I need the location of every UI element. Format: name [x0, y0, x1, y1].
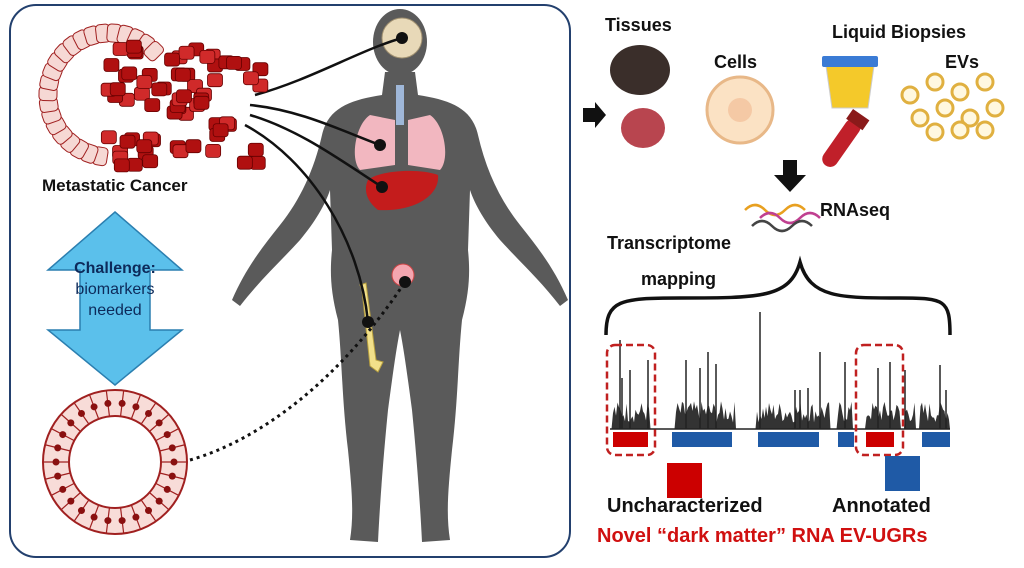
rnaseq-label: RNAseq: [820, 200, 891, 220]
annotated-region: [838, 432, 854, 447]
vesicle: [950, 120, 970, 140]
transcriptome-label: Transcriptome: [607, 233, 732, 253]
cancer-cell: [174, 67, 191, 82]
cancer-cell: [109, 82, 126, 97]
conclusion-label: Novel “dark matter” RNA EV-UGRs: [597, 525, 928, 547]
trachea-icon: [396, 85, 404, 125]
mapping-label: mapping: [641, 269, 716, 289]
evs-label: EVs: [945, 52, 980, 72]
cells-label: Cells: [714, 52, 758, 72]
cell-nucleus-icon: [728, 98, 752, 122]
cancer-cell: [226, 55, 242, 70]
cancer-cell: [236, 155, 253, 170]
legend-annotated-swatch: [885, 456, 920, 491]
cancer-cell: [176, 89, 192, 104]
cancer-cell: [119, 134, 136, 149]
read-coverage-plot: [610, 312, 950, 429]
vesicle: [925, 72, 945, 92]
uncharacterized-label: Uncharacterized: [607, 495, 763, 517]
annotated-region: [672, 432, 732, 447]
highlight-box: [854, 343, 905, 457]
uncharacterized-region: [613, 432, 648, 447]
tissue-red-icon: [621, 108, 665, 148]
cancer-cell: [100, 130, 117, 145]
cancer-cell: [125, 39, 142, 54]
challenge-line: needed: [88, 302, 142, 319]
cancer-cell: [243, 71, 259, 86]
coverage-area: [610, 401, 950, 429]
cancer-cell: [193, 95, 210, 110]
cup-lid-icon: [822, 56, 878, 67]
cancer-cell: [103, 58, 120, 72]
metastasis-lines: [189, 36, 407, 462]
vesicle: [925, 122, 945, 142]
cancer-cell: [142, 154, 159, 169]
cancer-cell: [205, 143, 222, 158]
uncharacterized-region: [866, 432, 894, 447]
liver-icon: [365, 170, 439, 211]
tissues-label: Tissues: [605, 15, 672, 35]
challenge-line: biomarkers: [75, 281, 155, 298]
highlight-box: [605, 343, 657, 457]
cancer-cell: [164, 52, 180, 67]
right-arrow-icon: [583, 102, 606, 128]
cancer-cell: [136, 139, 153, 154]
cancer-cell: [207, 73, 223, 88]
vesicle: [900, 85, 920, 105]
annotated-region: [758, 432, 819, 447]
cancer-cell: [113, 158, 130, 173]
genomic-regions: [613, 432, 950, 447]
legend-uncharacterized-swatch: [667, 463, 702, 498]
cancer-cell: [199, 49, 216, 64]
vesicle: [975, 120, 995, 140]
annotated-region: [922, 432, 950, 447]
cell: [143, 41, 164, 62]
brace: [604, 255, 952, 336]
cancer-cell: [247, 142, 264, 157]
vesicle: [975, 72, 995, 92]
tissue-dark-icon: [610, 45, 670, 95]
annotated-label: Annotated: [832, 495, 931, 517]
challenge-label: Challenge: biomarkers needed: [60, 258, 170, 321]
cancer-cell: [144, 98, 161, 112]
metastatic-cancer-cells-icon: [38, 23, 269, 173]
rna-strands-icon: [744, 203, 821, 233]
cancer-cell: [212, 123, 229, 138]
normal-tissue-ring-icon: [42, 389, 188, 535]
extracellular-vesicles-icon: [900, 72, 1005, 142]
cancer-cell: [178, 45, 195, 60]
cancer-cell: [121, 66, 138, 81]
vesicle: [960, 108, 980, 128]
vesicle: [985, 98, 1005, 118]
cancer-cell: [136, 75, 153, 89]
vesicle: [950, 82, 970, 102]
cancer-cell: [151, 82, 168, 97]
cancer-cell: [185, 139, 202, 154]
down-arrow-icon: [774, 160, 806, 192]
cancer-cell: [112, 42, 129, 56]
vesicle: [910, 108, 930, 128]
urine-sample-icon: [825, 65, 875, 109]
challenge-line: Challenge:: [74, 260, 156, 277]
vesicle: [935, 98, 955, 118]
blood-tube-icon: [822, 108, 870, 167]
cancer-label: Metastatic Cancer: [42, 176, 188, 195]
double-arrow-icon: [45, 211, 185, 386]
lungs-icon: [354, 115, 446, 170]
liquid-biopsies-label: Liquid Biopsies: [832, 22, 967, 42]
